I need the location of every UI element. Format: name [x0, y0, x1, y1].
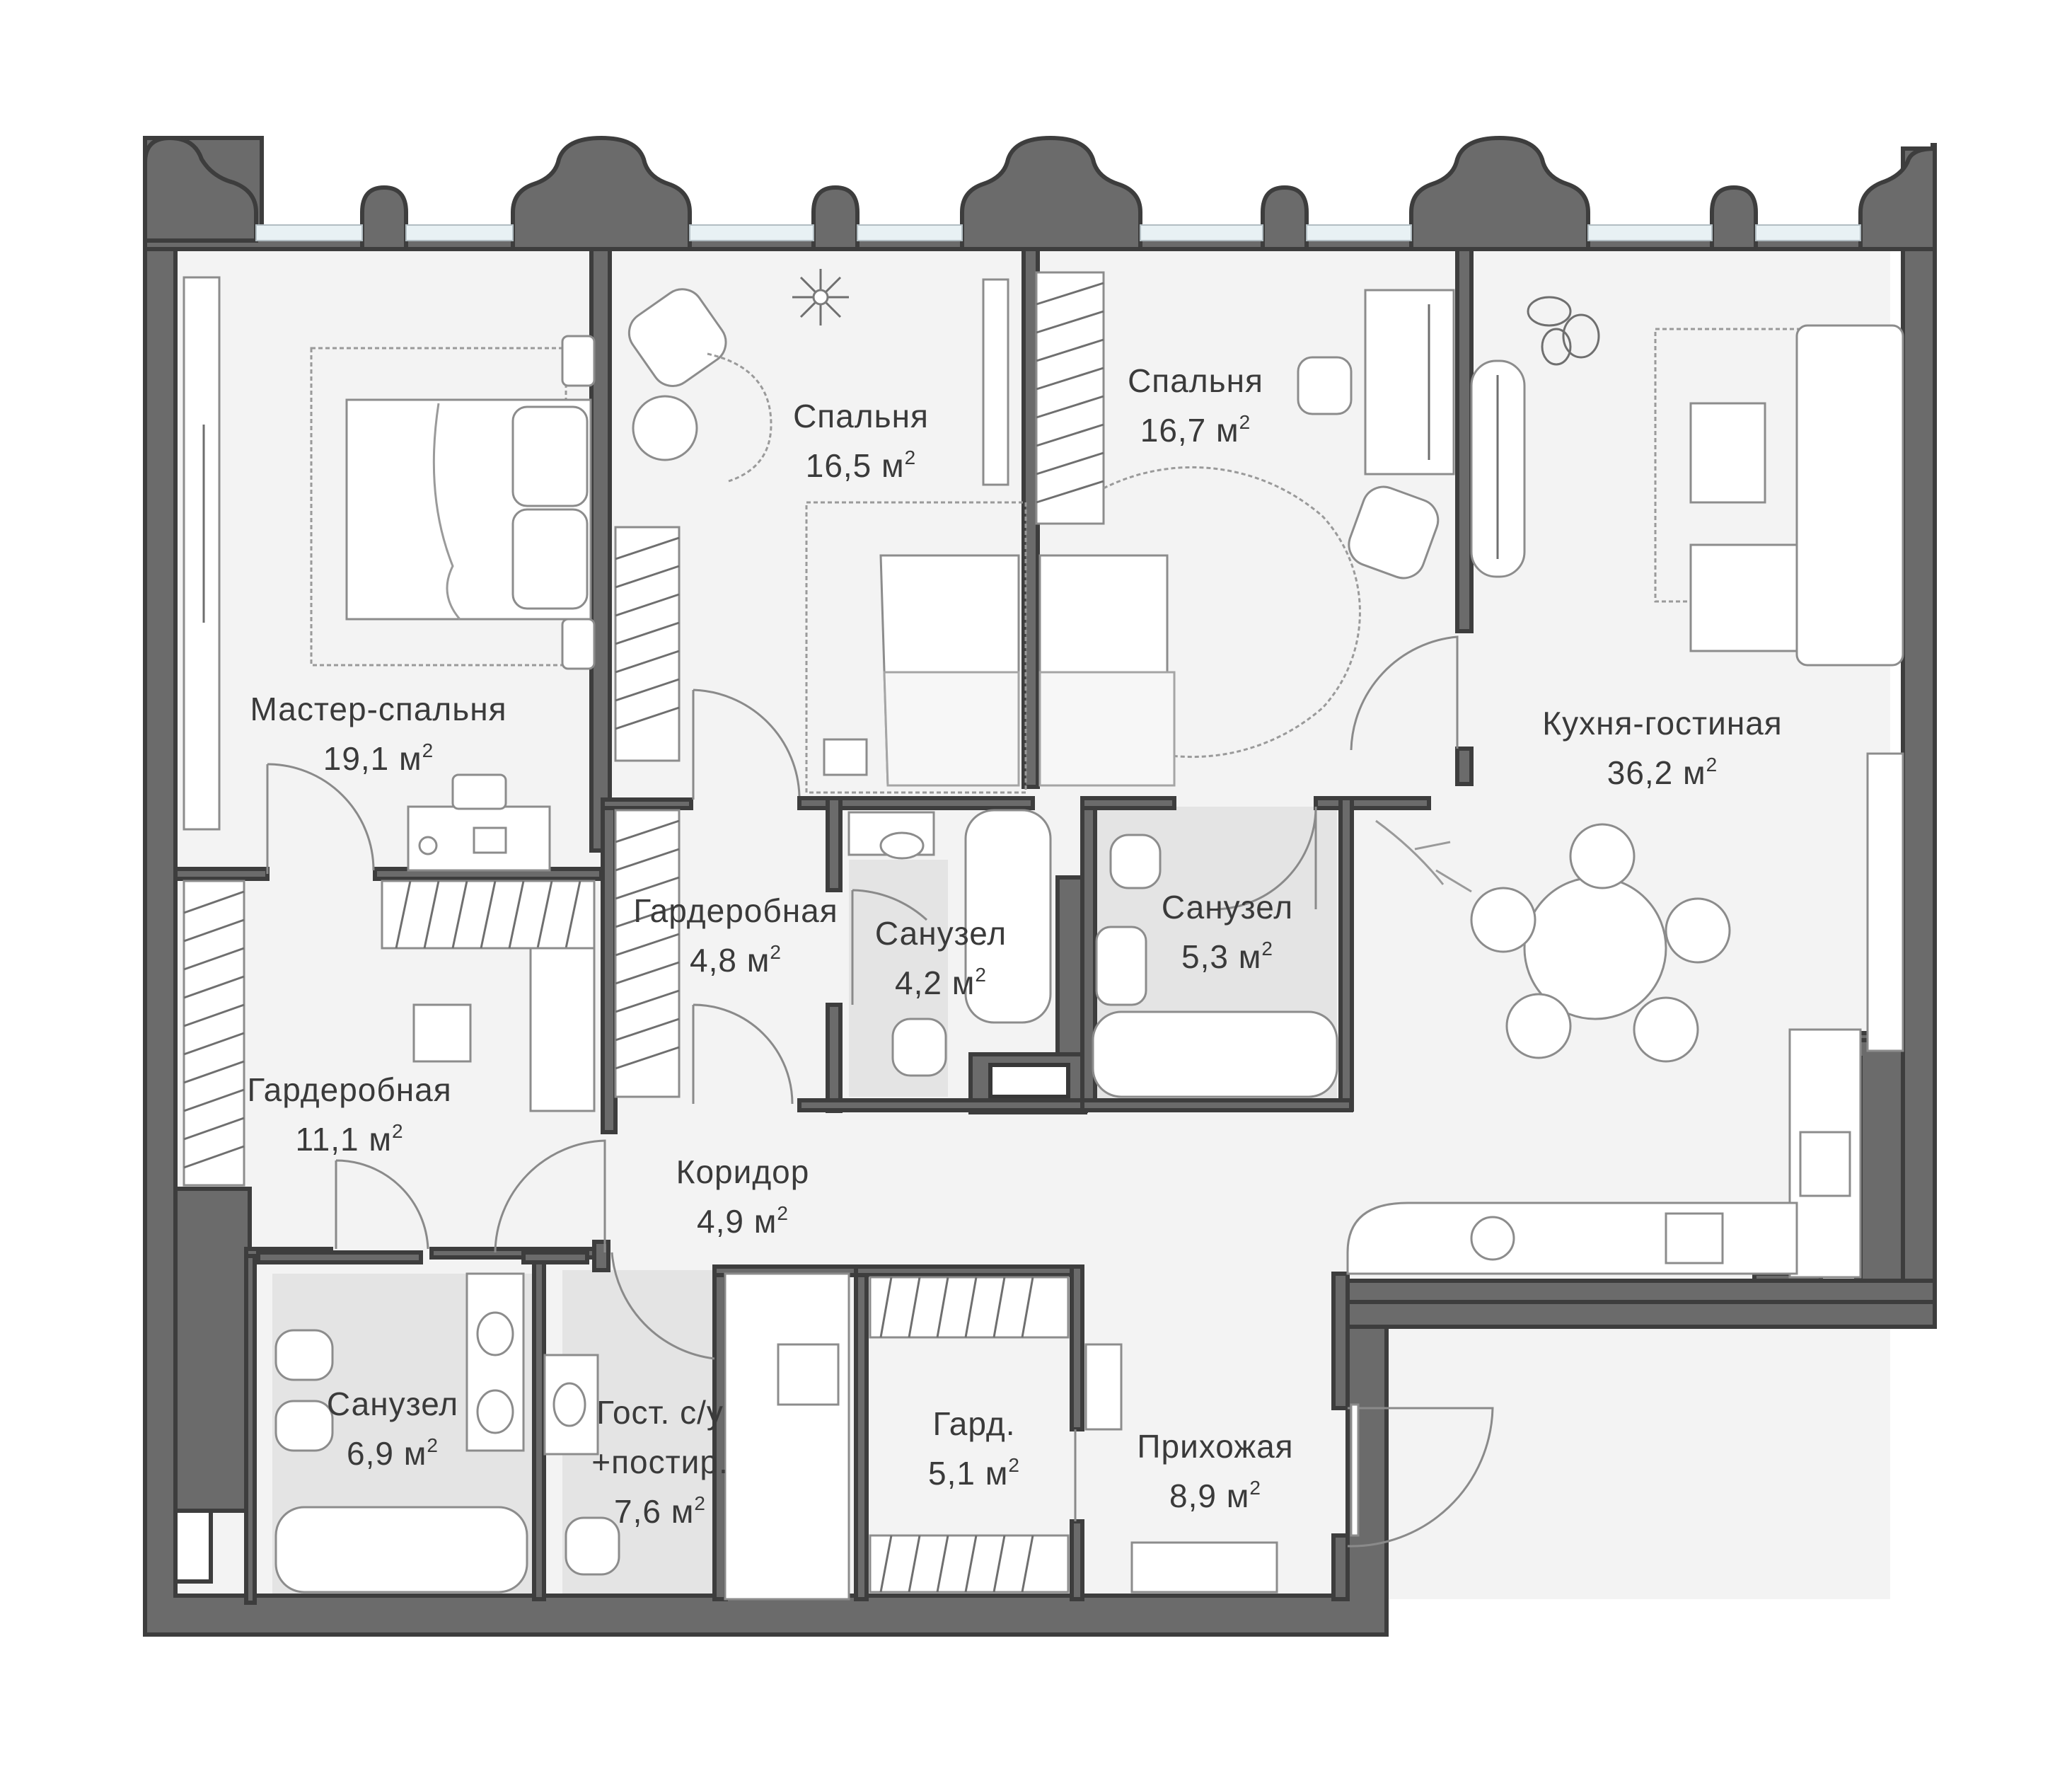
svg-text:5,1 м2: 5,1 м2: [928, 1454, 1020, 1492]
room-name-bed2: Спальня: [1128, 362, 1263, 399]
room-area-sup-hall: 2: [1249, 1477, 1261, 1499]
master-bedroom-furniture: [183, 276, 596, 872]
svg-text:4,2 м2: 4,2 м2: [895, 964, 987, 1001]
room-name-gard: Гард.: [932, 1405, 1015, 1442]
room-name-master: Мастер-спальня: [250, 691, 507, 727]
room-area-bath1: 4,2 м: [895, 964, 975, 1001]
room-name-bath3: Санузел: [327, 1385, 458, 1422]
room-area-corridor: 4,9 м: [697, 1203, 777, 1240]
room-name-guest: Гост. с/у: [596, 1394, 724, 1431]
svg-text:4,8 м2: 4,8 м2: [690, 941, 782, 979]
svg-text:6,9 м2: 6,9 м2: [347, 1434, 439, 1472]
room-name-bath2: Санузел: [1162, 889, 1293, 926]
svg-text:16,5 м2: 16,5 м2: [806, 446, 917, 484]
room-name-bed1: Спальня: [793, 398, 929, 434]
room-name-hall: Прихожая: [1137, 1428, 1293, 1465]
svg-text:16,7 м2: 16,7 м2: [1140, 411, 1251, 449]
room-area-sup-gard: 2: [1008, 1454, 1020, 1476]
bedroom1-furniture: [614, 269, 1027, 794]
sanitary-fixtures: [274, 809, 1338, 1594]
svg-text:5,3 м2: 5,3 м2: [1181, 938, 1273, 975]
room-name2-guest: +постир.: [591, 1444, 728, 1480]
room-area-wardrobe1: 4,8 м: [690, 942, 770, 979]
svg-text:19,1 м2: 19,1 м2: [323, 739, 434, 777]
room-area-bed2: 16,7 м: [1140, 412, 1239, 449]
room-area-wardrobe2: 11,1 м: [295, 1121, 392, 1158]
room-area-hall: 8,9 м: [1169, 1477, 1249, 1514]
room-area-sup-bath1: 2: [975, 964, 987, 986]
svg-text:4,9 м2: 4,9 м2: [697, 1202, 789, 1240]
room-area-master: 19,1 м: [323, 740, 422, 777]
room-area-sup-corridor: 2: [777, 1202, 789, 1224]
svg-text:8,9 м2: 8,9 м2: [1169, 1477, 1261, 1514]
kitchen-living-furniture: [1346, 296, 1904, 1279]
room-area-kitchen: 36,2 м: [1607, 754, 1706, 791]
room-area-gard: 5,1 м: [928, 1455, 1008, 1492]
doors: [266, 635, 1494, 1548]
room-name-bath1: Санузел: [875, 915, 1007, 952]
facade: [143, 135, 1937, 251]
room-area-sup-wardrobe1: 2: [770, 941, 782, 963]
room-area-sup-bath3: 2: [427, 1434, 439, 1456]
room-area-sup-guest: 2: [694, 1492, 706, 1514]
svg-text:36,2 м2: 36,2 м2: [1607, 754, 1718, 791]
room-name-wardrobe2: Гардеробная: [247, 1071, 451, 1108]
room-name-wardrobe1: Гардеробная: [633, 892, 838, 929]
room-area-sup-wardrobe2: 2: [392, 1120, 404, 1142]
room-area-sup-bed1: 2: [905, 446, 917, 468]
room-area-sup-master: 2: [422, 739, 434, 761]
svg-text:7,6 м2: 7,6 м2: [614, 1492, 706, 1530]
room-area-guest: 7,6 м: [614, 1493, 694, 1530]
wardrobe-fixtures: [183, 809, 1278, 1601]
room-area-bath2: 5,3 м: [1181, 938, 1261, 975]
svg-text:11,1 м2: 11,1 м2: [295, 1120, 403, 1158]
room-area-bath3: 6,9 м: [347, 1435, 427, 1472]
room-area-sup-bed2: 2: [1239, 411, 1251, 433]
room-name-kitchen: Кухня-гостиная: [1542, 705, 1782, 742]
room-area-sup-kitchen: 2: [1706, 754, 1718, 776]
room-labels: Мастер-спальня 19,1 м2 Спальня 16,5 м2 С…: [247, 362, 1782, 1530]
room-area-sup-bath2: 2: [1261, 938, 1273, 960]
room-name-corridor: Коридор: [676, 1153, 810, 1190]
room-area-bed1: 16,5 м: [806, 447, 905, 484]
bedroom2-furniture: [1035, 271, 1455, 787]
